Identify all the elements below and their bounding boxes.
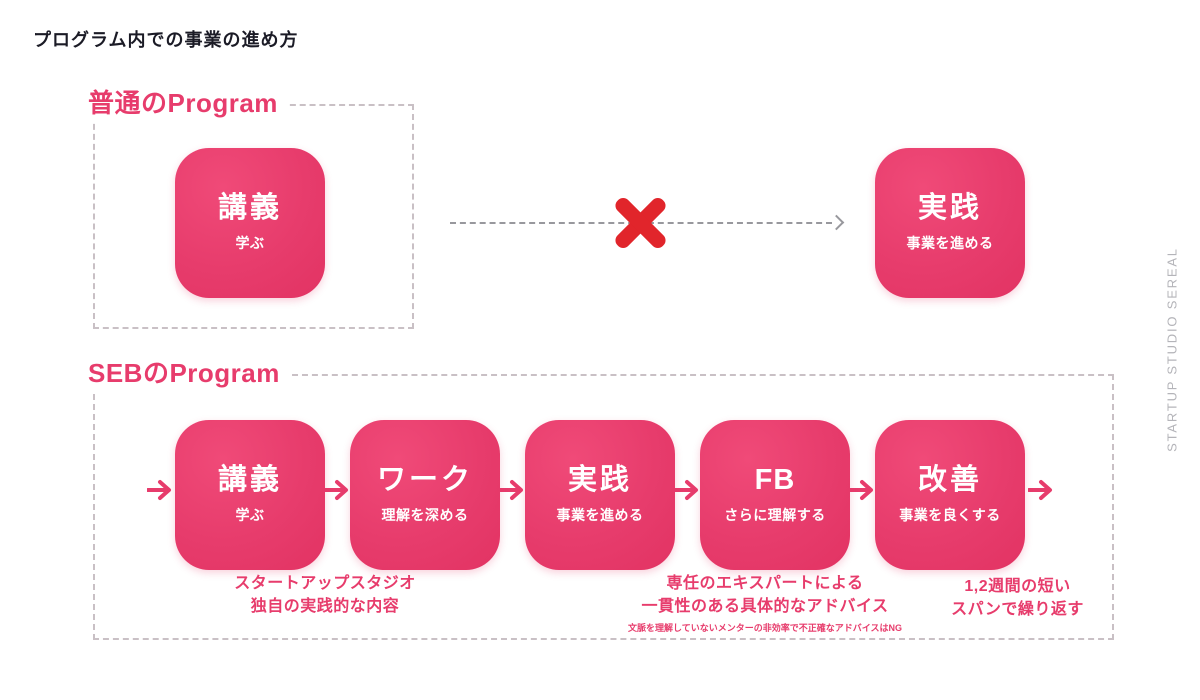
- step-title: 講義: [217, 463, 282, 496]
- step-title: 改善: [917, 463, 982, 496]
- step-subtitle: 学ぶ: [235, 506, 265, 523]
- arrow-right-icon: [147, 479, 173, 501]
- step-subtitle: 事業を進める: [556, 506, 644, 523]
- note-small-line: 文脈を理解していないメンターの非効率で不正確なアドバイスはNG: [628, 623, 902, 634]
- step-title: FB: [754, 463, 796, 496]
- arrow-right-icon: [674, 479, 700, 501]
- step-title: 実践: [567, 463, 632, 496]
- step-title: 実践: [917, 191, 982, 224]
- cross-icon: [611, 194, 669, 252]
- arrow-right-icon: [849, 479, 875, 501]
- step-subtitle: 理解を深める: [381, 506, 469, 523]
- seb-step-improve: 改善 事業を良くする: [875, 420, 1025, 570]
- step-title: ワーク: [376, 463, 473, 496]
- arrow-right-icon: [324, 479, 350, 501]
- normal-step-lecture: 講義 学ぶ: [175, 148, 325, 298]
- dashed-arrow-head-icon: [828, 214, 845, 231]
- page-title: プログラム内での事業の進め方: [33, 30, 299, 50]
- seb-program-group-box: [93, 374, 1114, 640]
- seb-step-work: ワーク 理解を深める: [350, 420, 500, 570]
- arrow-right-icon: [1028, 479, 1054, 501]
- step-subtitle: さらに理解する: [724, 506, 826, 523]
- step-title: 講義: [217, 191, 282, 224]
- step-subtitle: 事業を進める: [906, 234, 994, 251]
- step-subtitle: 学ぶ: [235, 234, 265, 251]
- step-subtitle: 事業を良くする: [899, 506, 1001, 523]
- seb-step-lecture: 講義 学ぶ: [175, 420, 325, 570]
- normal-program-heading: 普通のProgram: [88, 88, 288, 122]
- note-line: スパンで繰り返す: [951, 601, 1084, 619]
- arrow-right-icon: [499, 479, 525, 501]
- seb-step-practice: 実践 事業を進める: [525, 420, 675, 570]
- note-short-span: 1,2週間の短い スパンで繰り返す: [905, 575, 1130, 621]
- note-line: スタートアップスタジオ: [234, 575, 416, 592]
- note-expert-advice: 専任のエキスパートによる 一貫性のある具体的なアドバイス 文脈を理解していないメ…: [625, 572, 905, 635]
- seb-step-feedback: FB さらに理解する: [700, 420, 850, 570]
- seb-program-heading: SEBのProgram: [88, 358, 290, 392]
- note-line: 専任のエキスパートによる: [666, 575, 864, 592]
- note-line: 独自の実践的な内容: [250, 598, 400, 616]
- note-line: 一貫性のある具体的なアドバイス: [641, 598, 889, 616]
- watermark-text: STARTUP STUDIO SEREAL: [1164, 247, 1180, 452]
- note-line: 1,2週間の短い: [964, 578, 1071, 595]
- normal-step-practice: 実践 事業を進める: [875, 148, 1025, 298]
- note-original-content: スタートアップスタジオ 独自の実践的な内容: [200, 572, 450, 618]
